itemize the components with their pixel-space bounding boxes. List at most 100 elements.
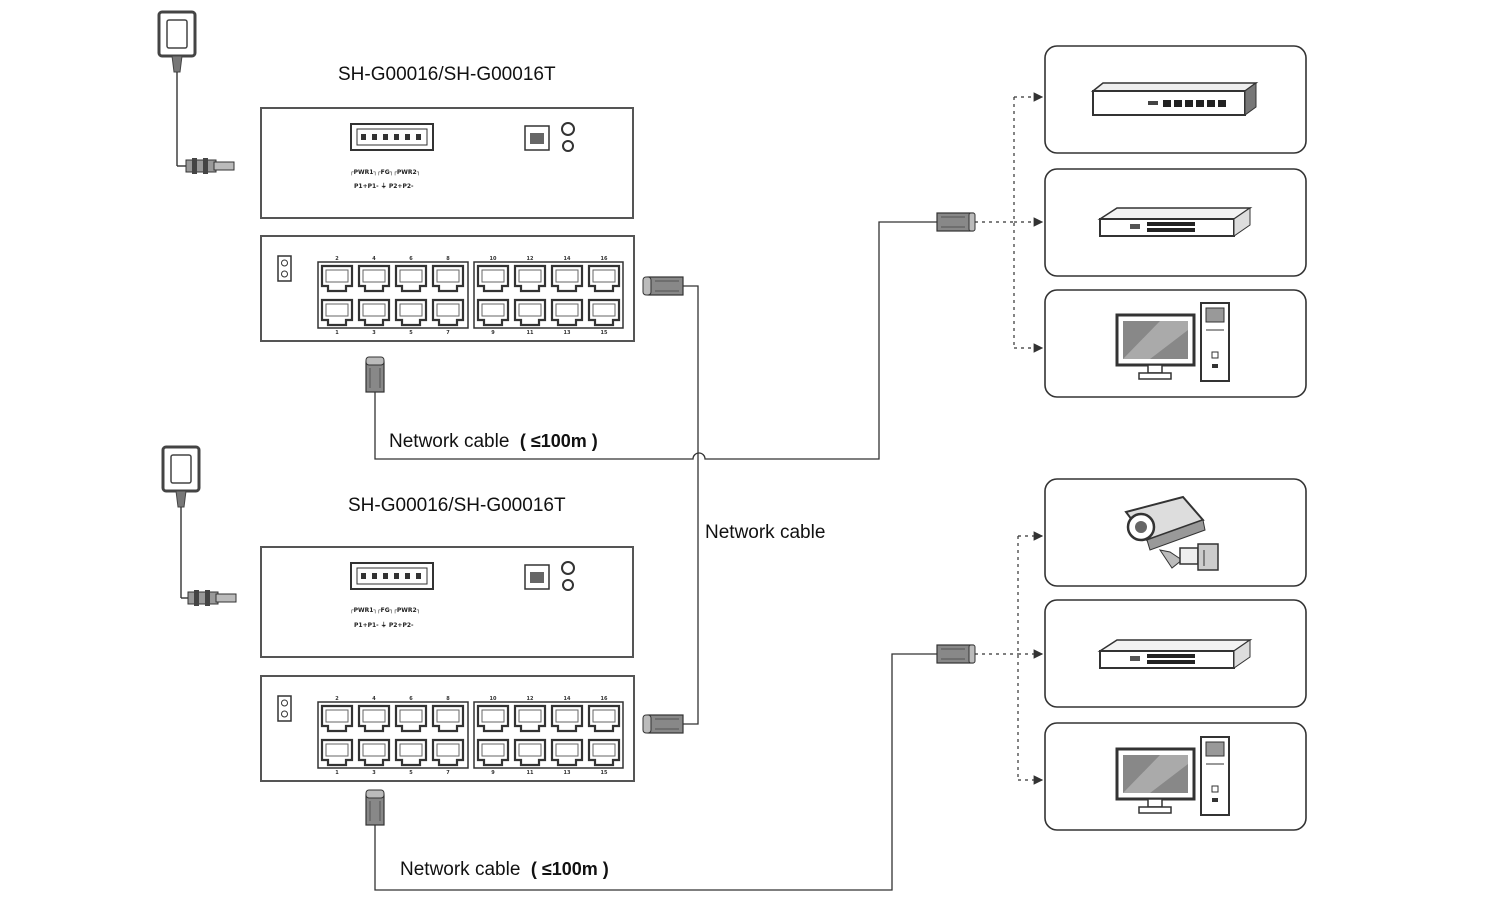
ethernet-port [431,264,465,293]
ethernet-port-slot [592,303,616,317]
switch-bottom-panel: ┌PWR1┐┌FG┐┌PWR2┐ P1+P1- ⏚ P2+P2- [260,546,634,658]
security-camera-icon [1124,495,1219,571]
ethernet-port-slot [518,709,542,723]
port-number-label: 11 [527,770,534,776]
network-switch-icon [1097,639,1253,669]
ethernet-port [476,704,510,733]
port-number-label: 13 [564,770,571,776]
ethernet-port-slot [436,303,460,317]
ethernet-port [513,704,547,733]
rj45-connector-icon [642,276,684,296]
port-number-label: 5 [409,330,413,336]
power-adapter-icon [157,10,235,174]
port-number-label: 8 [446,256,450,262]
port-number-label: 15 [601,770,608,776]
ethernet-port-slot [399,743,423,757]
port-number-label: 10 [490,256,497,262]
port-number-label: 7 [446,770,450,776]
ethernet-port [476,738,510,767]
ethernet-port [394,704,428,733]
desktop-computer-icon [1115,302,1230,382]
power-terminal-label: P1+P1- ⏚ P2+P2- [354,183,414,190]
ethernet-port [320,264,354,293]
ethernet-port-slot [362,743,386,757]
ethernet-port-slot [362,709,386,723]
ethernet-port-slot [481,743,505,757]
port-number-label: 4 [372,696,376,702]
ethernet-port-slot [362,269,386,283]
port-number-label: 5 [409,770,413,776]
port-number-label: 16 [601,696,608,702]
ethernet-port-slot [436,743,460,757]
ethernet-port-slot [555,303,579,317]
ethernet-port-slot [518,743,542,757]
ethernet-port [357,738,391,767]
port-number-label: 8 [446,696,450,702]
switch-top-panel: ┌PWR1┐┌FG┐┌PWR2┐ P1+P1- ⏚ P2+P2- [260,107,634,219]
ethernet-port [431,298,465,327]
port-number-label: 14 [564,696,571,702]
ethernet-port-slot [399,709,423,723]
port-number-label: 10 [490,696,497,702]
ethernet-port-slot [592,269,616,283]
ethernet-port [513,738,547,767]
port-number-label: 3 [372,330,376,336]
ethernet-port [587,738,621,767]
ethernet-port-slot [399,303,423,317]
rj45-connector-icon [936,212,976,232]
ethernet-port-slot [592,709,616,723]
port-number-label: 9 [491,330,495,336]
cable-label: Network cable [705,522,825,543]
ethernet-port [320,738,354,767]
ethernet-port [394,264,428,293]
ethernet-port-slot [325,269,349,283]
ethernet-port [394,738,428,767]
port-number-label: 2 [335,696,339,702]
ethernet-port [431,738,465,767]
ethernet-port-slot [399,269,423,283]
ethernet-port [513,298,547,327]
ethernet-port [587,264,621,293]
cable-lines [374,221,937,891]
port-number-label: 12 [527,256,534,262]
ethernet-port [320,704,354,733]
ethernet-port-slot [436,709,460,723]
desktop-computer-icon [1115,736,1230,816]
rj45-connector-icon [642,714,684,734]
network-switch-icon [1097,207,1253,237]
port-number-label: 15 [601,330,608,336]
ethernet-port [357,704,391,733]
ethernet-port-slot [555,743,579,757]
ethernet-port-slot [362,303,386,317]
dashed-links [975,92,1044,785]
port-number-label: 1 [335,330,339,336]
port-number-label: 11 [527,330,534,336]
ethernet-port-slot [518,303,542,317]
port-number-label: 1 [335,770,339,776]
network-switch-icon [1090,82,1259,116]
power-terminal-label: ┌PWR1┐┌FG┐┌PWR2┐ [350,169,420,176]
ethernet-port [513,264,547,293]
ethernet-port-slot [481,303,505,317]
ethernet-port-slot [518,269,542,283]
ethernet-port [550,738,584,767]
port-number-label: 14 [564,256,571,262]
power-terminal-label: ┌PWR1┐┌FG┐┌PWR2┐ [350,607,420,614]
cable-label: Network cable ( ≤100m ) [400,859,609,880]
ethernet-port-slot [325,709,349,723]
ethernet-port [357,298,391,327]
ethernet-port [394,298,428,327]
ethernet-port-slot [592,743,616,757]
port-number-label: 13 [564,330,571,336]
ethernet-port-slot [325,743,349,757]
ethernet-port-slot [555,269,579,283]
rj45-connector-icon [936,644,976,664]
ethernet-port-slot [481,709,505,723]
port-number-label: 6 [409,696,413,702]
rj45-connector-icon [365,356,385,393]
port-number-label: 3 [372,770,376,776]
